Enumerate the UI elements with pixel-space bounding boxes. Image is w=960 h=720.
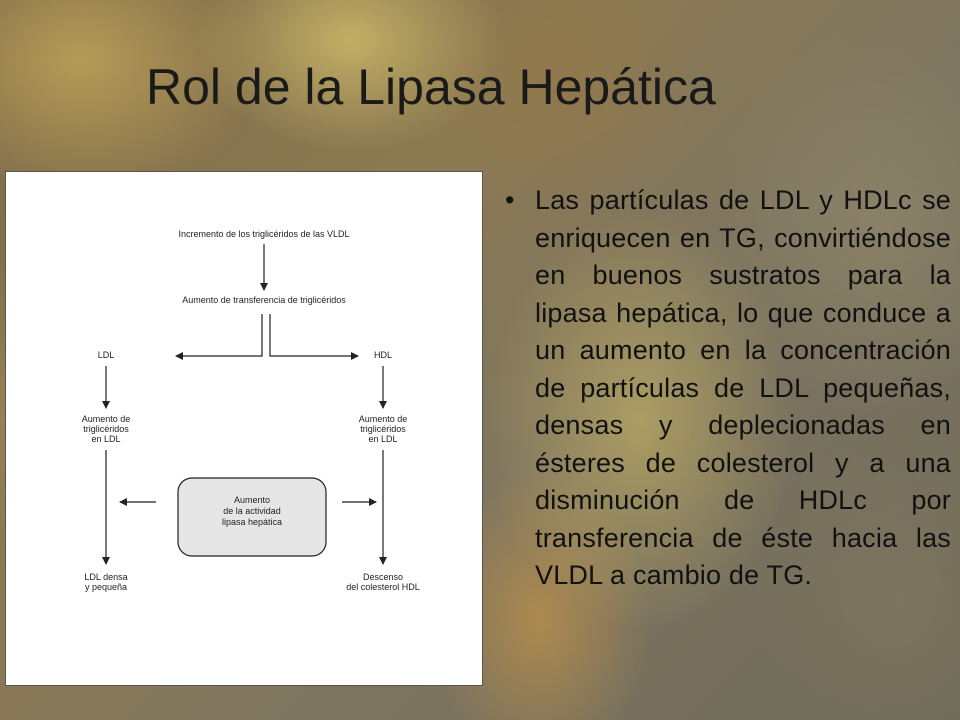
hdl-tg-line3: en LDL: [368, 434, 397, 444]
arrow-transfer-to-hdl: [269, 314, 359, 360]
bullet-list: • Las partículas de LDL y HDLc se enriqu…: [505, 182, 951, 595]
diagram-canvas: Incremento de los triglicéridos de las V…: [82, 229, 420, 592]
ldl-tg-line3: en LDL: [91, 434, 120, 444]
triglyceride-transfer-label: Aumento de transferencia de triglicérido…: [182, 295, 346, 305]
ldl-result-line2: y pequeña: [85, 582, 127, 592]
ldl-tg-line1: Aumento de: [82, 414, 131, 424]
vldl-triglyceride-increase-label: Incremento de los triglicéridos de las V…: [178, 229, 349, 239]
hepatic-lipase-box: [177, 477, 327, 557]
lipase-flow-diagram: Incremento de los triglicéridos de las V…: [5, 171, 483, 686]
arrow-transfer-to-ldl: [175, 314, 263, 360]
center-line3: lipasa hepática: [222, 517, 282, 527]
hdl-tg-line1: Aumento de: [359, 414, 408, 424]
center-line1: Aumento: [234, 495, 270, 505]
bullet-marker: •: [505, 185, 515, 215]
bullet-text: Las partículas de LDL y HDLc se enriquec…: [535, 185, 951, 590]
hdl-result-line2: del colesterol HDL: [346, 582, 420, 592]
slide-title: Rol de la Lipasa Hepática: [146, 59, 716, 115]
ldl-label: LDL: [98, 350, 115, 360]
hdl-result-line1: Descenso: [363, 572, 403, 582]
hdl-tg-line2: triglicéridos: [360, 424, 406, 434]
hdl-label: HDL: [374, 350, 392, 360]
center-line2: de la actividad: [223, 506, 281, 516]
ldl-tg-line2: triglicéridos: [83, 424, 129, 434]
ldl-result-line1: LDL densa: [84, 572, 127, 582]
